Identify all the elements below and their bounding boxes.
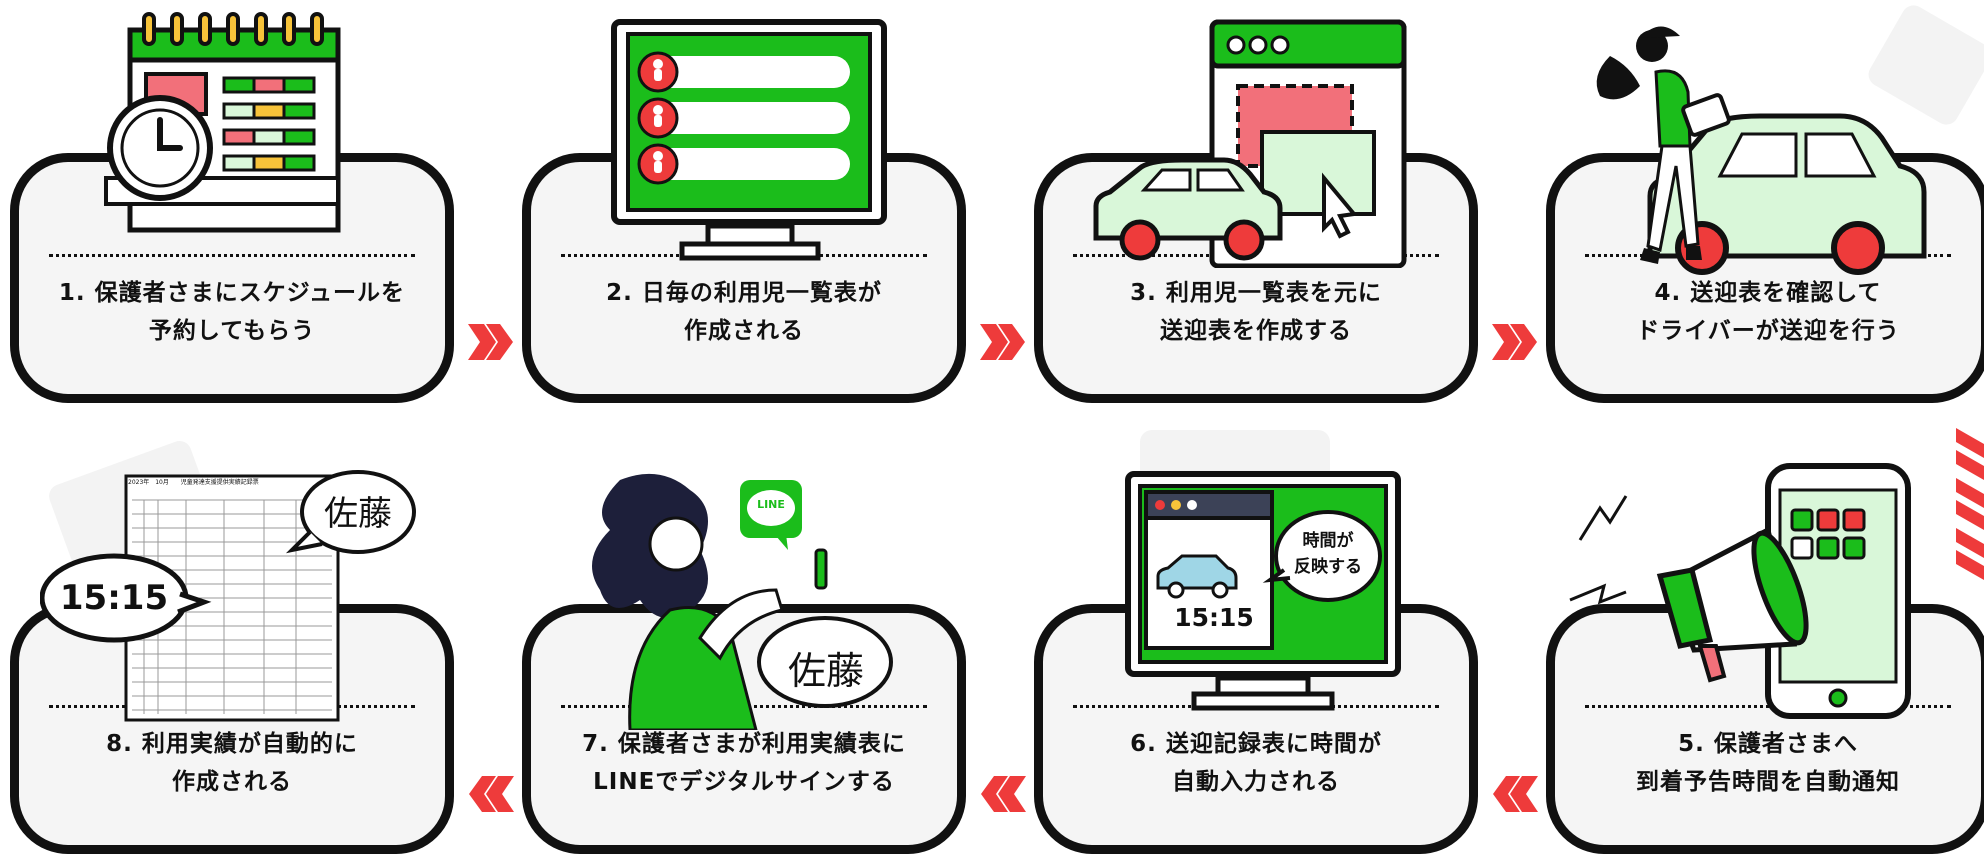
step-1-line2: 予約してもらう [148,318,316,344]
signature-text: 佐藤 [787,649,864,693]
step-caption: 1. 保護者さまにスケジュールを 予約してもらう [29,274,435,350]
chevron-right-icon [1492,324,1537,360]
step-caption: 2. 日毎の利用児一覧表が 作成される [541,274,947,350]
megaphone-phone-illustration [1569,463,1911,719]
chevron-right-icon [980,324,1025,360]
step-8-line1: 8. 利用実績が自動的に [106,731,358,757]
calendar-clock-illustration [104,12,341,233]
chevron-right-icon [468,324,513,360]
doc-signature-text: 佐藤 [324,494,392,534]
step-5-line1: 5. 保護者さまへ [1678,731,1858,757]
step-6-line1: 6. 送迎記録表に時間が [1130,731,1382,757]
document-header: 2023年 10月 児童発達支援提供実績記録票 [128,477,338,486]
woman-phone-line-illustration [592,473,893,730]
dotted-separator [1585,705,1951,708]
line-logo-text: LINE [757,498,785,511]
step-caption: 6. 送迎記録表に時間が 自動入力される [1053,725,1459,801]
step-5-line2: 到着予告時間を自動通知 [1636,769,1900,795]
doc-title: 児童発達支援提供実績記録票 [180,479,259,486]
monitor-taxi-illustration [1125,471,1401,711]
step-caption: 3. 利用児一覧表を元に 送迎表を作成する [1053,274,1459,350]
monitor-list-illustration [611,19,887,261]
step-2-line2: 作成される [684,318,804,344]
step-card-1: 1. 保護者さまにスケジュールを 予約してもらう [10,153,454,403]
step-3-line2: 送迎表を作成する [1160,318,1352,344]
chevron-left-icon [981,776,1026,812]
step-caption: 7. 保護者さまが利用実績表に LINEでデジタルサインする [541,725,947,801]
doc-year: 2023年 [128,479,150,486]
doc-month: 10月 [155,479,169,486]
step-7-line2: LINEでデジタルサインする [593,769,895,795]
step-3-line1: 3. 利用児一覧表を元に [1130,280,1382,306]
doc-time-text: 15:15 [59,578,169,618]
step-caption: 8. 利用実績が自動的に 作成される [29,725,435,801]
reflect-line2: 反映する [1294,557,1362,577]
step-6-line2: 自動入力される [1172,769,1340,795]
chevron-left-icon [1493,776,1538,812]
step-caption: 5. 保護者さまへ 到着予告時間を自動通知 [1565,725,1971,801]
step-4-line1: 4. 送迎表を確認して [1654,280,1882,306]
step-4-line2: ドライバーが送迎を行う [1636,318,1900,344]
step-7-line1: 7. 保護者さまが利用実績表に [582,731,906,757]
step-1-line1: 1. 保護者さまにスケジュールを [58,280,406,306]
taxi-time-text: 15:15 [1174,603,1254,632]
window-car-illustration [1093,19,1407,268]
time-reflect-bubble: 時間が 反映する [1280,528,1376,580]
bubble-shapes [40,470,416,643]
step-8-line2: 作成される [172,769,292,795]
driver-car-illustration [1596,26,1927,275]
reflect-line1: 時間が [1302,531,1354,551]
step-caption: 4. 送迎表を確認して ドライバーが送迎を行う [1565,274,1971,350]
dotted-separator [49,254,415,257]
step-2-line1: 2. 日毎の利用児一覧表が [606,280,882,306]
chevron-down-icon [1956,428,1984,580]
chevron-left-icon [469,776,514,812]
step-card-2: 2. 日毎の利用児一覧表が 作成される [522,153,966,403]
